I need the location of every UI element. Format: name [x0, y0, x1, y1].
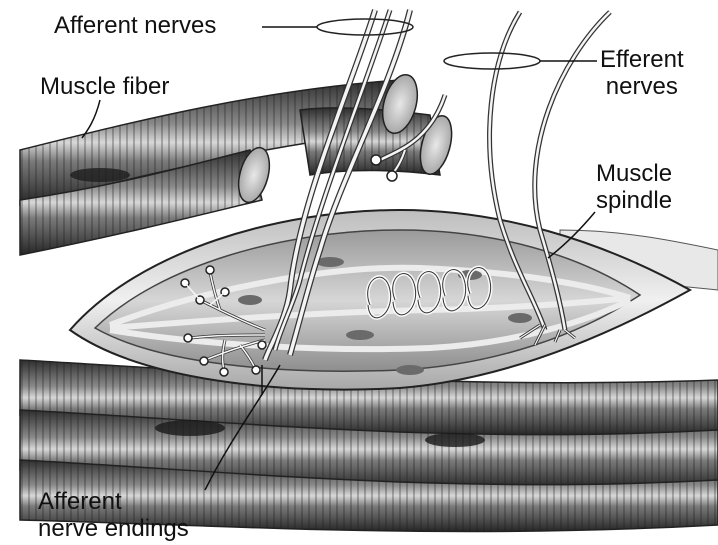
efferent-nerves-label-line1: Efferent	[600, 46, 684, 73]
efferent-nerves-label: Efferent nerves	[600, 46, 684, 100]
afferent-nerve-endings-label-line2: nerve endings	[38, 515, 189, 542]
muscle-spindle-label: Muscle spindle	[596, 160, 672, 214]
muscle-fiber-label: Muscle fiber	[40, 73, 169, 100]
afferent-nerve-endings-label-line1: Afferent	[38, 488, 189, 515]
afferent-nerve-endings-label: Afferent nerve endings	[38, 488, 189, 542]
muscle-spindle-label-line1: Muscle	[596, 160, 672, 187]
efferent-nerves-label-line2: nerves	[600, 73, 684, 100]
efferent-bundle-ring	[444, 53, 540, 69]
afferent-nerves-label: Afferent nerves	[54, 12, 216, 39]
muscle-spindle-label-line2: spindle	[596, 187, 672, 214]
